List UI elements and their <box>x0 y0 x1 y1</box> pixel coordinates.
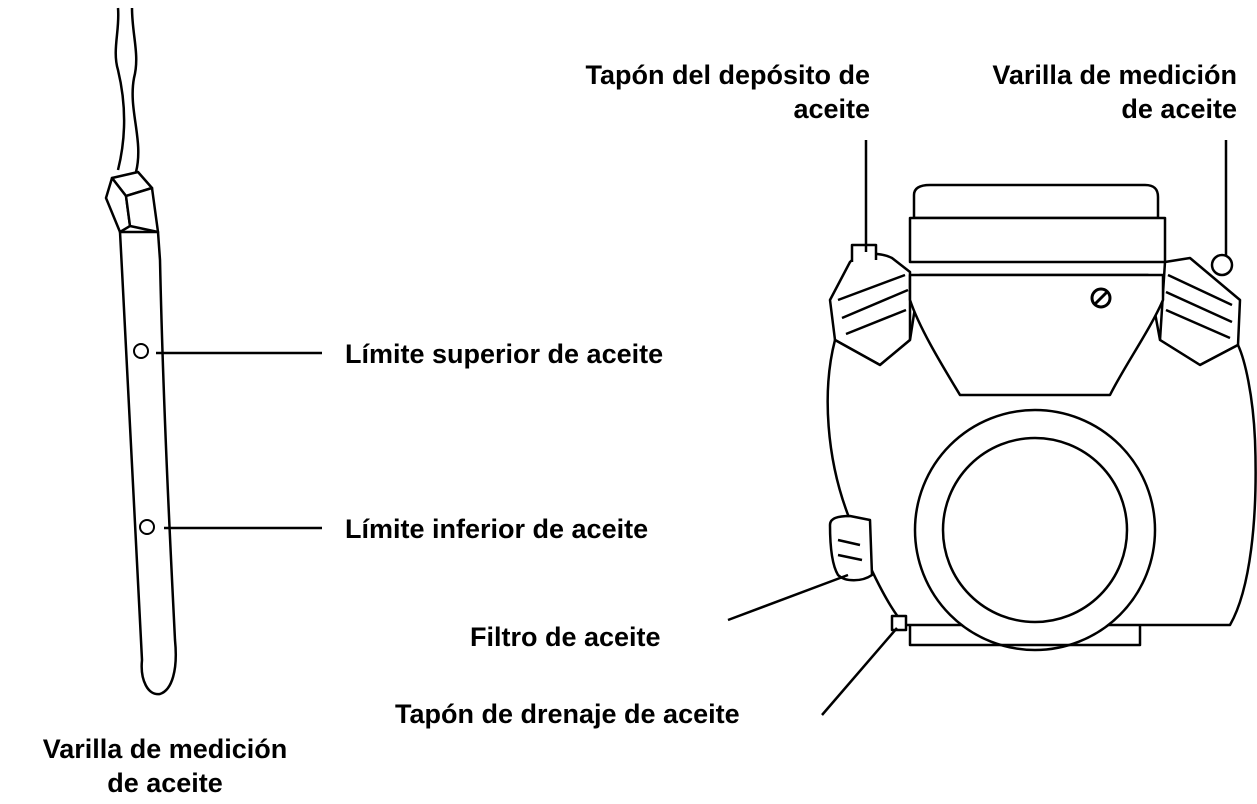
dipstick-top-line2: de aceite <box>1121 94 1237 124</box>
dipstick-bottom-line1: Varilla de medición <box>42 734 288 764</box>
dipstick-top-label: Varilla de medición de aceite <box>900 58 1237 126</box>
drain-plug-label: Tapón de drenaje de aceite <box>395 699 740 729</box>
dipstick-top-line1: Varilla de medición <box>992 60 1237 90</box>
dipstick-bottom-label: Varilla de medición de aceite <box>0 732 330 800</box>
engine-drawing <box>826 183 1257 652</box>
tank-cap-line2: aceite <box>793 94 870 124</box>
drain-plug-leader <box>821 627 898 716</box>
dipstick-bottom-line2: de aceite <box>107 768 223 798</box>
tank-cap-line1: Tapón del depósito de <box>585 60 870 90</box>
oil-filter-label: Filtro de aceite <box>470 622 661 652</box>
upper-limit-label: Límite superior de aceite <box>345 339 664 369</box>
lower-limit-label: Límite inferior de aceite <box>345 514 649 544</box>
lower-limit-mark <box>139 519 155 535</box>
oil-filter-leader <box>727 573 849 622</box>
tank-cap-label: Tapón del depósito de aceite <box>500 58 870 126</box>
upper-limit-mark <box>133 343 149 359</box>
